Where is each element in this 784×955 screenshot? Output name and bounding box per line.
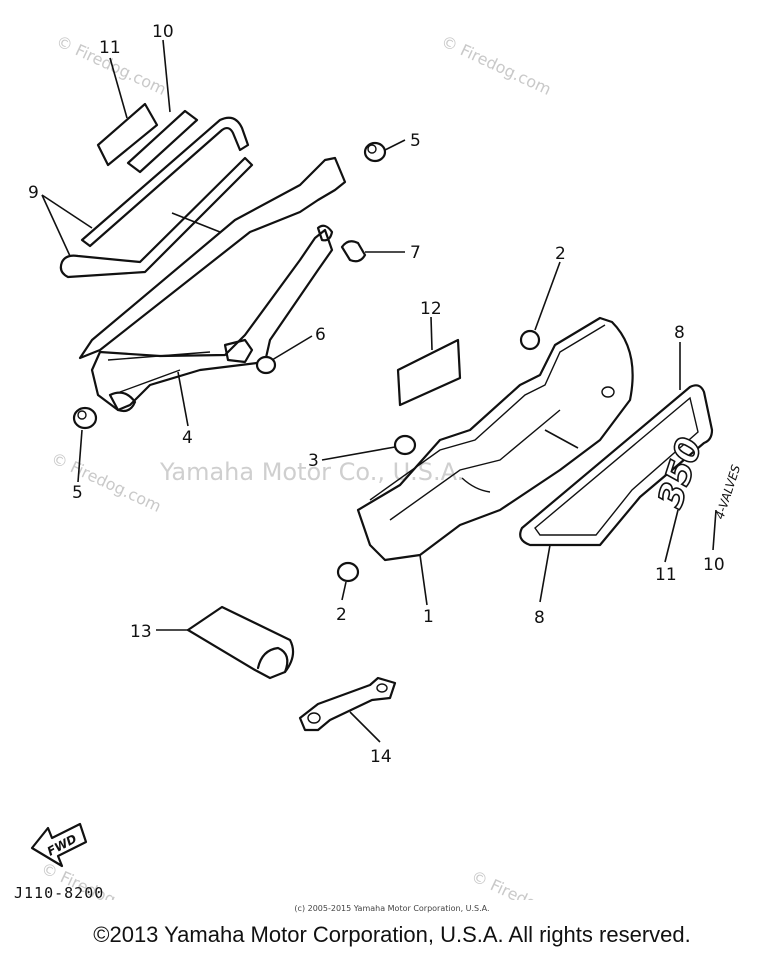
- part-decal-350: 350 4-VALVES: [650, 432, 744, 521]
- part-8-stripe-side: [519, 384, 714, 547]
- watermark-yamaha: Yamaha Motor Co., U.S.A.: [159, 458, 464, 486]
- part-2-grommet-lower: [336, 561, 360, 583]
- small-copyright-notice: (c) 2005-2015 Yamaha Motor Corporation, …: [294, 904, 490, 913]
- callout-10-top: 10: [152, 22, 174, 42]
- callout-9: 9: [28, 183, 39, 203]
- callout-4: 4: [182, 428, 193, 448]
- callout-14: 14: [370, 747, 392, 767]
- part-1-side-cover: [356, 316, 634, 562]
- callout-2-lower: 2: [336, 605, 347, 625]
- part-12-pad: [396, 338, 462, 407]
- part-11-decal-top: [96, 102, 159, 167]
- callout-11-side: 11: [655, 565, 677, 585]
- callout-10-side: 10: [703, 555, 725, 575]
- decal-sub-4-valves: 4-VALVES: [713, 463, 744, 521]
- callout-5-lower: 5: [72, 483, 83, 503]
- part-9-stripe-set: [59, 116, 254, 279]
- watermark-firedog-mid-left: © Firedog.com: [48, 448, 164, 516]
- watermark-firedog-top-right: © Firedog.com: [438, 31, 554, 99]
- callout-11-top: 11: [99, 38, 121, 58]
- copyright-notice: ©2013 Yamaha Motor Corporation, U.S.A. A…: [93, 922, 691, 947]
- fwd-arrow-icon: FWD: [30, 822, 88, 868]
- part-3-grommet: [393, 434, 417, 456]
- callout-2-upper: 2: [555, 244, 566, 264]
- leader-lines: [41, 39, 717, 743]
- exploded-view-drawing: © Firedog.com © Firedog.com © Firedog.co…: [14, 22, 744, 900]
- callout-5-upper: 5: [410, 131, 421, 151]
- callout-8-upper: 8: [674, 323, 685, 343]
- callout-7: 7: [410, 243, 421, 263]
- part-5-grommet-lower: [72, 406, 98, 430]
- part-14-strap: [298, 676, 397, 732]
- part-5-grommet-upper: [363, 141, 387, 163]
- callout-12: 12: [420, 299, 442, 319]
- callout-3: 3: [308, 451, 319, 471]
- callout-1: 1: [423, 607, 434, 627]
- callout-6: 6: [315, 325, 326, 345]
- watermark-firedog-bottom-right: © Firedog.com: [468, 866, 584, 900]
- part-13-pad: [186, 605, 295, 680]
- part-7-collar: [340, 240, 367, 263]
- callout-numbers: 11 10 9 5 7 6 4 5 2 12 3 8 8 11 10 2 1 1…: [28, 22, 725, 767]
- callout-13: 13: [130, 622, 152, 642]
- part-6-collar: [255, 355, 277, 375]
- part-10-strip-top: [126, 109, 199, 174]
- callout-8-lower: 8: [534, 608, 545, 628]
- decal-model-350: 350: [651, 433, 711, 513]
- part-2-grommet-upper: [519, 329, 541, 351]
- part-4-bracket: [78, 156, 347, 413]
- diagram-code: J110-8200: [14, 884, 104, 900]
